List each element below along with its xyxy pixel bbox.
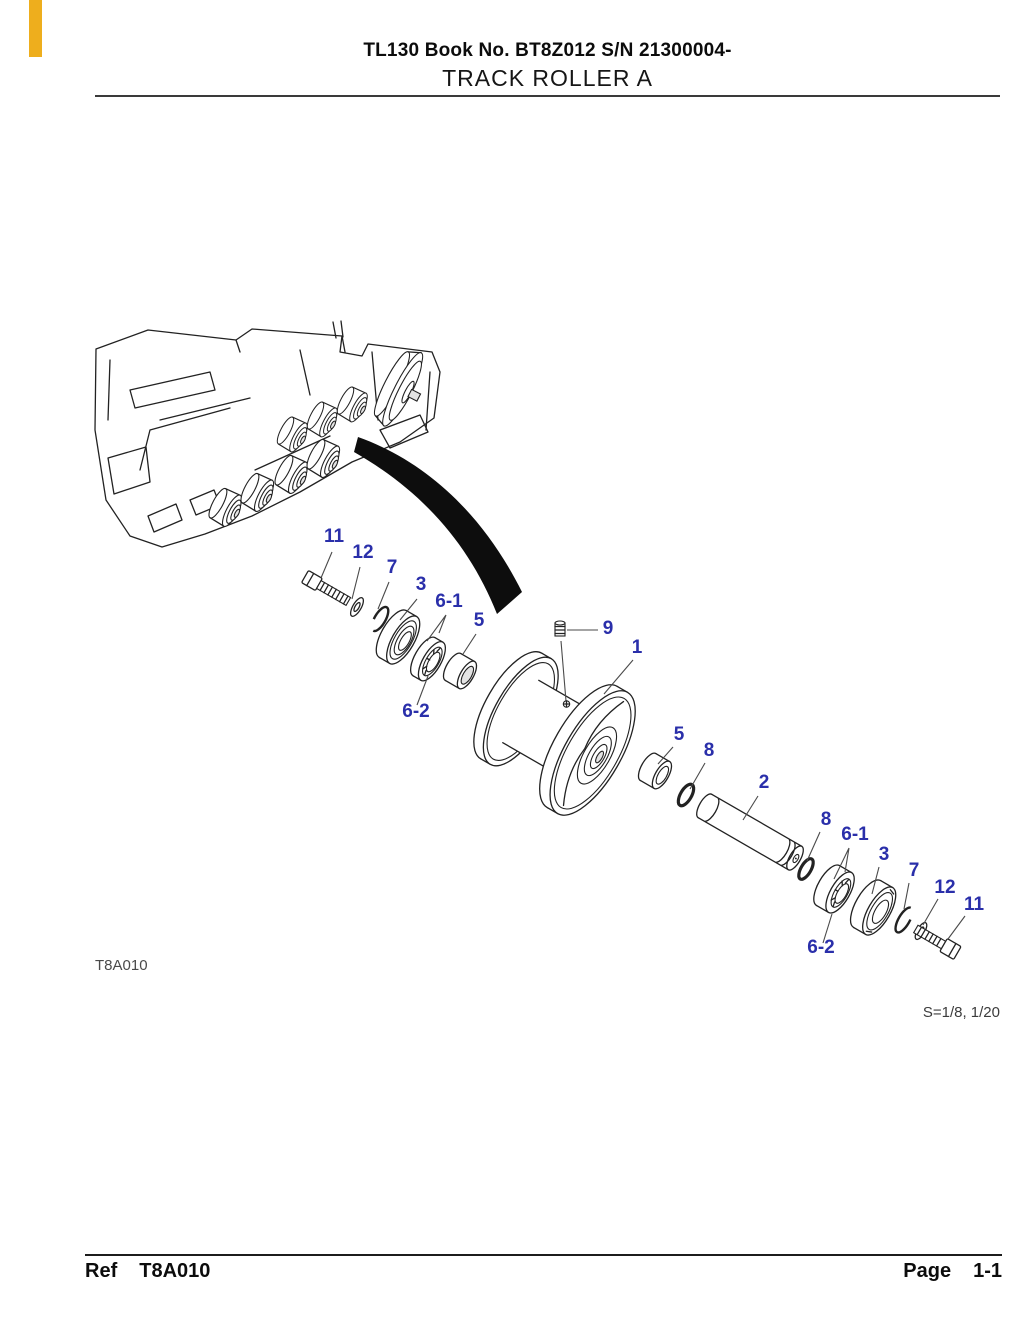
callout-6-2-right: 6-2 [807, 937, 834, 958]
idler-wheel [373, 351, 424, 427]
part-oring-b [797, 857, 815, 881]
part-bearing-right [849, 879, 897, 936]
bookmark-tab [29, 0, 42, 57]
part-snap-ring-left [370, 605, 390, 633]
part-roller [473, 651, 636, 816]
callout-11-right: 11 [964, 894, 985, 915]
part-seal-left [409, 636, 447, 682]
part-bearing-left [375, 609, 421, 665]
callout-12-right: 12 [934, 877, 955, 898]
figure-code: T8A010 [95, 957, 148, 974]
callout-12-left: 12 [352, 542, 373, 563]
swoosh-arrow [354, 437, 522, 614]
scale-note: S=1/8, 1/20 [922, 1004, 1000, 1021]
callout-1: 1 [632, 637, 643, 658]
part-bolt-right [912, 924, 962, 960]
callout-8-a: 8 [704, 740, 715, 761]
callout-6-2-left: 6-2 [402, 701, 429, 722]
callout-7-right: 7 [909, 860, 920, 881]
callout-6-1-left: 6-1 [435, 591, 463, 612]
header-rule [95, 95, 1000, 97]
footer-rule [85, 1254, 1002, 1256]
part-oring-a [676, 782, 696, 808]
footer-ref: Ref T8A010 [85, 1260, 210, 1283]
callout-2: 2 [759, 772, 770, 793]
page-title: TRACK ROLLER A [442, 65, 653, 91]
callout-8-b: 8 [821, 809, 832, 830]
leader-lines [320, 551, 966, 944]
page-header: TL130 Book No. BT8Z012 S/N 21300004- TRA… [95, 40, 1000, 92]
callout-7-left: 7 [387, 557, 398, 578]
footer-ref-label: Ref [85, 1260, 118, 1282]
callout-3-left: 3 [416, 574, 427, 595]
part-collar-right [637, 752, 673, 790]
part-seal-right [813, 864, 855, 914]
footer-page: Page 1-1 [903, 1260, 1002, 1283]
callouts: 11 12 7 3 6-1 5 6-2 9 1 5 8 2 8 6-1 3 7 … [324, 526, 985, 958]
header-book-line: TL130 Book No. BT8Z012 S/N 21300004- [363, 40, 732, 61]
part-shaft [696, 793, 804, 871]
callout-9: 9 [603, 618, 614, 639]
footer-page-number: 1-1 [973, 1260, 1002, 1282]
page-footer: Ref T8A010 Page 1-1 [85, 1260, 1002, 1283]
part-snap-ring-right [894, 906, 914, 934]
callout-5-right: 5 [674, 724, 685, 745]
footer-page-label: Page [903, 1260, 952, 1282]
callout-11-left: 11 [324, 526, 345, 547]
callout-3-right: 3 [879, 844, 890, 865]
part-collar-left [442, 652, 478, 690]
part-bolt-left [301, 570, 352, 607]
footer-ref-code: T8A010 [139, 1260, 211, 1282]
callout-6-1-right: 6-1 [841, 824, 869, 845]
part-washer-left [349, 597, 365, 617]
machine-illustration [94, 320, 441, 548]
part-grease-plug [554, 620, 571, 708]
callout-5-left: 5 [474, 610, 485, 631]
